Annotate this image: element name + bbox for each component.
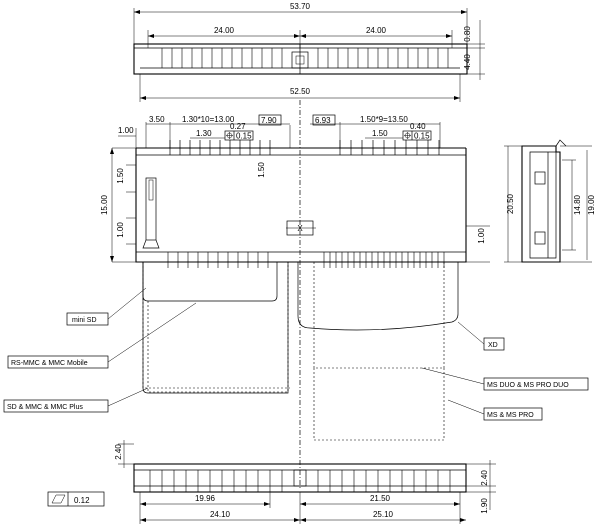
dim-240-right: 2.40 (480, 470, 489, 486)
front-view: 15.00 1.50 1.00 1.50 1.00 (100, 100, 490, 490)
label-mini-sd: mini SD (72, 317, 97, 324)
center-mark: X (297, 224, 303, 233)
dim-190: 1.90 (480, 498, 489, 514)
dim-pitch-right: 1.50*9=13.50 (360, 115, 408, 124)
dim-2510: 25.10 (373, 510, 394, 519)
dim-1996: 19.96 (195, 494, 216, 503)
dim-2150: 21.50 (370, 494, 391, 503)
dim-overall-width: 53.70 (290, 2, 311, 11)
dim-edge-height: 0.80 (463, 26, 472, 42)
side-view: 20.50 14.80 19.00 (504, 139, 596, 263)
dim-lower-width: 52.50 (290, 87, 311, 96)
front-view-dims: 1.00 3.50 1.30*10=13.00 0.27 1.30 0.15 7… (118, 114, 441, 148)
tol-right: 0.15 (414, 132, 430, 141)
dim-027: 0.27 (230, 122, 246, 131)
label-ms-duo: MS DUO & MS PRO DUO (487, 382, 569, 389)
dim-130: 1.30 (196, 129, 212, 138)
label-xd: XD (488, 342, 498, 349)
dim-790: 7.90 (261, 116, 277, 125)
dim-half-right: 24.00 (366, 26, 387, 35)
dim-side-height: 4.40 (463, 54, 472, 70)
card-outlines (142, 262, 459, 441)
flatness-tolerance: 0.12 (47, 491, 105, 507)
dim-150-mid-v: 1.50 (257, 162, 266, 178)
flatness-icon (51, 494, 66, 504)
label-ms-pro: MS & MS PRO (487, 412, 534, 419)
dim-100-left-v: 1.00 (116, 222, 125, 238)
dim-150: 1.50 (372, 129, 388, 138)
dim-693: 6.93 (315, 116, 331, 125)
dim-2050: 20.50 (506, 193, 515, 214)
dim-1900: 19.00 (587, 194, 596, 215)
dim-240-left: 2.40 (114, 444, 123, 460)
dim-2410: 24.10 (210, 510, 231, 519)
dim-040: 0.40 (410, 122, 426, 131)
dim-100-right-v: 1.00 (477, 228, 486, 244)
dim-100-left: 1.00 (118, 126, 134, 135)
tol-left: 0.15 (236, 132, 252, 141)
dim-pitch-left: 1.30*10=13.00 (182, 115, 235, 124)
dim-half-left: 24.00 (214, 26, 235, 35)
top-view: 53.70 24.00 24.00 (133, 2, 485, 102)
flatness-value: 0.12 (74, 496, 90, 505)
card-labels: mini SD RS-MMC & MMC Mobile SD & MMC & M… (3, 287, 589, 421)
dim-350: 3.50 (149, 115, 165, 124)
dim-150-left-v: 1.50 (116, 168, 125, 184)
bottom-view: 2.40 2.40 1.90 19.96 21.50 24.10 25.10 (114, 440, 496, 524)
dim-1480: 14.80 (573, 194, 582, 215)
label-sd-mmc: SD & MMC & MMC Plus (7, 404, 83, 411)
dim-1500: 15.00 (100, 194, 109, 215)
label-rs-mmc: RS-MMC & MMC Mobile (11, 360, 88, 367)
